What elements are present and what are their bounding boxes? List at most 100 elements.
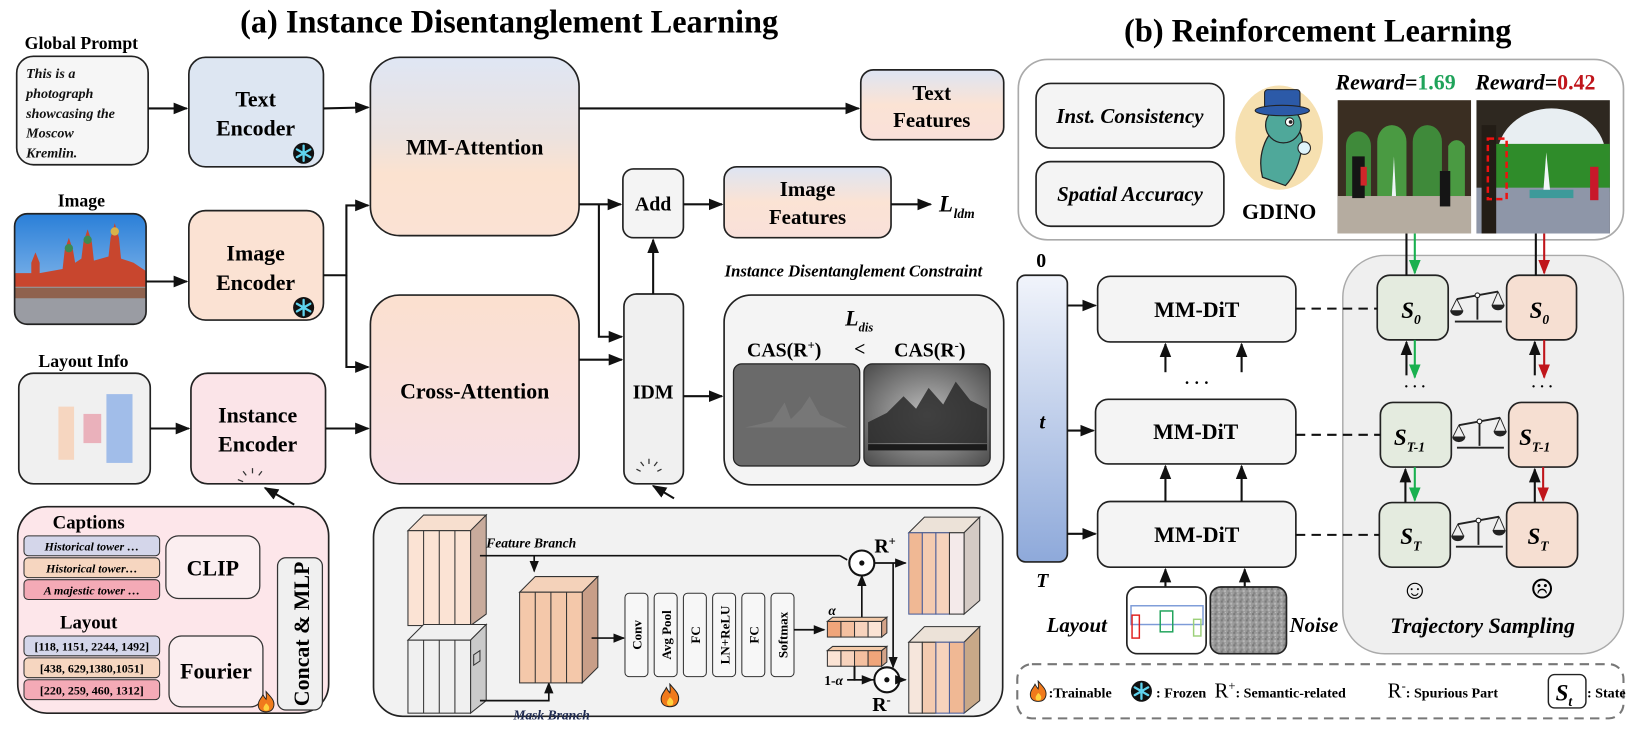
timestep-mid: t — [1039, 410, 1046, 434]
legend-state-sub: t — [1568, 694, 1573, 709]
prompt-line: Moscow — [25, 126, 74, 142]
legend-r-minus-desc: : Spurious Part — [1406, 686, 1499, 702]
state-bad: ST-1 — [1507, 401, 1579, 468]
r-plus-tensor — [907, 515, 981, 616]
ellipsis: · · · — [1404, 379, 1426, 395]
text-features-label: Features — [893, 108, 970, 132]
caption-text: A majestic tower … — [43, 583, 140, 597]
layout-box-list: [118, 1151, 2244, 1492] [438, 629,1380,1… — [23, 635, 161, 701]
global-prompt-label: Global Prompt — [25, 33, 139, 53]
rl-layout-label: Layout — [1046, 613, 1108, 637]
state-label: ST-1 — [1519, 425, 1550, 454]
legend-state-main: S — [1556, 681, 1569, 706]
cas-pos-sup: + — [808, 338, 815, 352]
layout-info-label: Layout Info — [38, 351, 128, 371]
image-encoder: Image Encoder — [188, 209, 325, 321]
state-main: S — [1400, 524, 1413, 549]
instance-encoder-label: Encoder — [218, 431, 297, 456]
legend-r-plus-symbol: R — [1214, 679, 1228, 703]
layer-label: FC — [747, 626, 762, 643]
mm-attention-label: MM-Attention — [406, 134, 543, 159]
cas-pos-close: ) — [815, 340, 822, 362]
caption-item — [23, 535, 161, 557]
layer-label: Avg Pool — [659, 610, 674, 660]
one-minus-alpha-label: 1-α — [824, 673, 843, 688]
trainable-fire-icon — [1029, 680, 1047, 702]
multiply-node-minus — [873, 666, 901, 694]
happy-face-icon: ☺ — [1401, 574, 1429, 604]
reward-good-value: 1.69 — [1417, 70, 1455, 95]
layer-box — [741, 592, 766, 678]
prompt-line: Kremlin. — [25, 145, 77, 161]
state-main: S — [1527, 524, 1540, 549]
layout-box-item — [23, 679, 161, 701]
mm-dit-block: MM-DiT — [1096, 500, 1297, 569]
state-main: S — [1519, 425, 1532, 450]
mm-attention-block: MM-Attention — [369, 56, 580, 237]
legend-state-desc: : State — [1587, 686, 1626, 702]
legend-r-minus-sup: - — [1402, 679, 1406, 693]
image-encoder-label: Encoder — [216, 270, 295, 295]
cross-attention-block: Cross-Attention — [369, 294, 580, 485]
r-plus-sup: + — [889, 534, 896, 548]
global-prompt-text: This is a photograph showcasing the Mosc… — [25, 66, 115, 161]
reward-bad-value: 0.42 — [1557, 70, 1595, 95]
prompt-line: photograph — [25, 86, 93, 102]
alpha-vector — [825, 616, 889, 639]
instance-encoder-label: Instance — [218, 402, 297, 427]
click-sparkle-icon — [636, 458, 662, 472]
state-sub: 0 — [1542, 312, 1549, 327]
r-plus-label: R+ — [874, 534, 895, 557]
layout-rect-orange — [58, 406, 75, 460]
state-label: S0 — [1401, 298, 1421, 327]
layer-box — [712, 592, 737, 678]
global-prompt-box — [15, 55, 149, 166]
legend-r-plus: R+: Semantic-related — [1214, 679, 1346, 703]
layer-box — [770, 592, 795, 678]
frozen-snowflake-icon — [292, 296, 316, 320]
reward-bad-label: Reward=0.42 — [1474, 70, 1595, 95]
idm-label: IDM — [633, 381, 674, 403]
idm-layers: Conv Avg Pool FC LN+ReLU FC Softmax — [624, 592, 795, 678]
state-bad: ST — [1505, 501, 1579, 569]
trajectory-panel: Trajectory Sampling S0 S0 ST-1 ST-1 ST S… — [1342, 254, 1625, 655]
captions-label: Captions — [53, 513, 125, 534]
one-minus-text: 1- — [824, 673, 836, 688]
r-minus-text: R — [872, 694, 887, 716]
criterion-spatial-accuracy: Spatial Accuracy — [1035, 160, 1225, 228]
cas-pos-map — [732, 363, 861, 467]
legend-frozen: : Frozen — [1156, 686, 1206, 702]
cas-pos-text: CAS(R — [747, 340, 808, 362]
text-features-label: Text — [912, 81, 951, 105]
feature-tensor — [406, 513, 488, 627]
legend-r-minus: R-: Spurious Part — [1388, 679, 1499, 703]
multiply-node-plus — [848, 549, 876, 577]
caption-text: Historical tower … — [44, 540, 140, 554]
mm-dit-block: MM-DiT — [1096, 275, 1297, 343]
timestep-bottom: T — [1036, 570, 1049, 592]
legend-r-plus-sup: + — [1228, 679, 1235, 693]
layer-box — [653, 592, 678, 678]
caption-item — [23, 579, 161, 601]
rl-layout-thumbnail — [1126, 586, 1207, 655]
image-label: Image — [58, 190, 105, 210]
caption-item — [23, 557, 161, 579]
generated-image-good — [1337, 100, 1472, 234]
alpha-label: α — [828, 603, 836, 618]
sad-face-icon: ☹ — [1530, 574, 1554, 604]
layout-rect-blue — [106, 394, 133, 463]
state-label: ST — [1400, 524, 1422, 553]
r-plus-text: R — [874, 536, 889, 558]
criterion-inst-consistency: Inst. Consistency — [1035, 82, 1225, 149]
reward-prefix: Reward= — [1335, 70, 1418, 95]
state-label: ST-1 — [1394, 425, 1425, 454]
legend-state-symbol: St — [1556, 681, 1574, 709]
criterion-label: Spatial Accuracy — [1057, 182, 1204, 206]
r-minus-sup: - — [887, 693, 891, 707]
text-features: Text Features — [859, 69, 1005, 141]
cas-neg-close: ) — [959, 340, 966, 362]
ellipsis: · · · — [1184, 373, 1209, 392]
state-good: S0 — [1376, 274, 1450, 341]
state-sub: T — [1413, 539, 1422, 554]
idm-block: IDM — [623, 293, 685, 485]
